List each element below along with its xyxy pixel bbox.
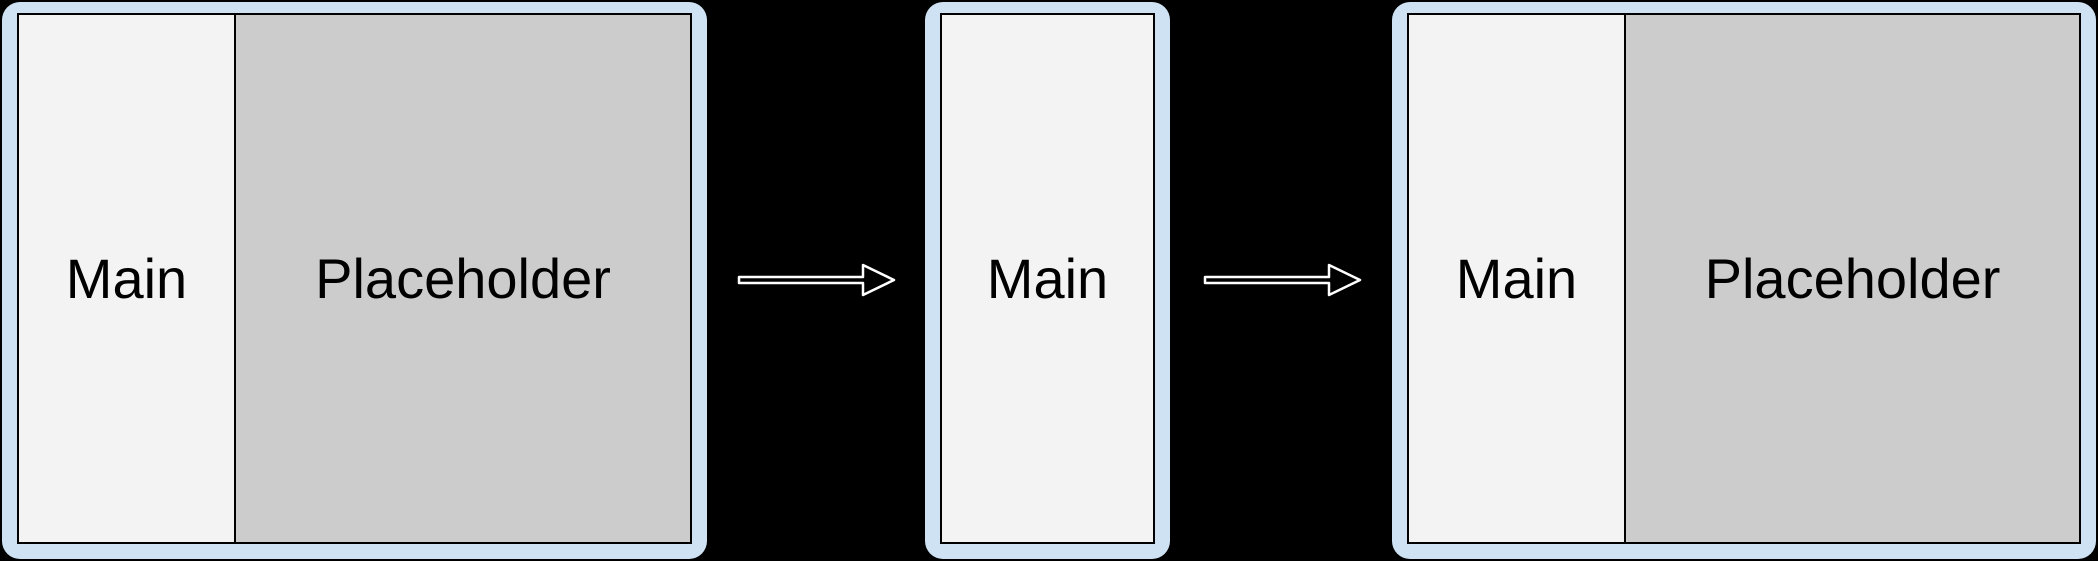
- right-arrow-icon: [737, 263, 896, 297]
- start-main-pane: Main: [19, 15, 234, 542]
- start-placeholder-pane: Placeholder: [234, 15, 690, 542]
- expanded-placeholder-pane: Placeholder: [1624, 15, 2079, 542]
- compact-main-pane: Main: [942, 15, 1153, 542]
- panel-single-pane-compact: Main: [925, 2, 1170, 559]
- compact-main-pane-label: Main: [986, 246, 1109, 310]
- panel-expanded-frame: Main Placeholder: [1407, 13, 2081, 544]
- panel-compact-frame: Main: [940, 13, 1155, 544]
- start-placeholder-pane-label: Placeholder: [315, 246, 611, 310]
- expanded-main-pane: Main: [1409, 15, 1624, 542]
- expanded-main-pane-label: Main: [1455, 246, 1578, 310]
- panel-two-pane-start: Main Placeholder: [2, 2, 707, 559]
- panel-two-pane-expanded: Main Placeholder: [1392, 2, 2096, 559]
- right-arrow-icon: [1203, 263, 1362, 297]
- start-main-pane-label: Main: [65, 246, 188, 310]
- expanded-placeholder-pane-label: Placeholder: [1704, 246, 2001, 310]
- panel-start-frame: Main Placeholder: [17, 13, 692, 544]
